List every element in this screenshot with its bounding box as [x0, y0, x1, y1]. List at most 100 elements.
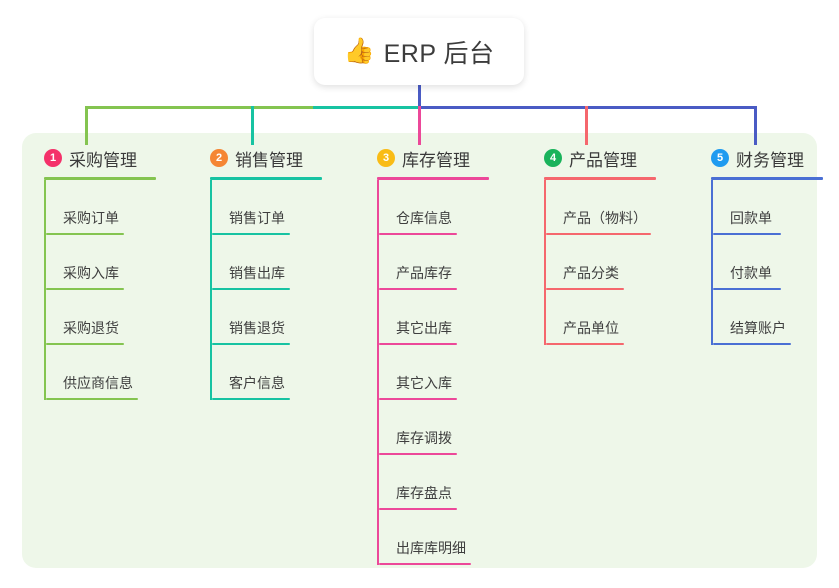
branch-item-rule — [379, 508, 457, 510]
branch-item-rule — [212, 288, 290, 290]
branch-item[interactable]: 供应商信息 — [44, 345, 156, 400]
branch-items: 销售订单销售出库销售退货客户信息 — [210, 180, 322, 400]
branch-header-rule — [210, 177, 322, 180]
branch-number-badge: 5 — [711, 149, 729, 167]
branch-header-2[interactable]: 2 销售管理 — [210, 146, 322, 170]
branch-item-label: 供应商信息 — [63, 375, 133, 391]
branch-item-rule — [713, 233, 781, 235]
branch-item-rule — [46, 343, 124, 345]
branch-item[interactable]: 结算账户 — [711, 290, 823, 345]
branch-item[interactable]: 付款单 — [711, 235, 823, 290]
branch-item-rule — [212, 398, 290, 400]
branch-item[interactable]: 产品单位 — [544, 290, 656, 345]
branch-title: 销售管理 — [235, 150, 303, 170]
branch-item-label: 付款单 — [730, 265, 772, 281]
branch-item[interactable]: 采购入库 — [44, 235, 156, 290]
bus-connector-left — [85, 106, 313, 109]
branch-spine — [210, 180, 212, 400]
branch-title: 采购管理 — [69, 150, 137, 170]
branch-column-5: 5 财务管理回款单付款单结算账户 — [711, 146, 823, 345]
branch-item[interactable]: 产品库存 — [377, 235, 489, 290]
branch-column-4: 4 产品管理产品（物料） 产品分类产品单位 — [544, 146, 656, 345]
branch-item[interactable]: 采购退货 — [44, 290, 156, 345]
branch-column-1: 1 采购管理采购订单采购入库采购退货供应商信息 — [44, 146, 156, 400]
branch-header-5[interactable]: 5 财务管理 — [711, 146, 823, 170]
root-node-erp-backend[interactable]: 👍 ERP 后台 — [314, 18, 524, 85]
branch-item-rule — [546, 288, 624, 290]
branch-item-label: 仓库信息 — [396, 210, 452, 226]
branch-item[interactable]: 采购订单 — [44, 180, 156, 235]
branch-item-label: 客户信息 — [229, 375, 285, 391]
branch-drop-connector-1 — [85, 106, 88, 145]
branch-header-rule — [711, 177, 823, 180]
branch-spine — [544, 180, 546, 345]
branch-item-label: 产品单位 — [563, 320, 619, 336]
branch-item-label: 回款单 — [730, 210, 772, 226]
branch-header-rule — [377, 177, 489, 180]
branch-item-rule — [379, 398, 457, 400]
branch-item[interactable]: 回款单 — [711, 180, 823, 235]
branch-item-rule — [713, 343, 791, 345]
branch-spine — [44, 180, 46, 400]
branch-item[interactable]: 客户信息 — [210, 345, 322, 400]
branch-item[interactable]: 销售出库 — [210, 235, 322, 290]
branch-title: 产品管理 — [569, 150, 637, 170]
root-node-title: ERP 后台 — [383, 39, 495, 68]
branch-item-rule — [546, 343, 624, 345]
branch-items: 回款单付款单结算账户 — [711, 180, 823, 345]
branch-title: 库存管理 — [402, 150, 470, 170]
branch-spine — [377, 180, 379, 565]
branch-header-rule — [44, 177, 156, 180]
branch-item[interactable]: 产品（物料） — [544, 180, 656, 235]
branch-drop-connector-4 — [585, 106, 588, 145]
branch-item-rule — [46, 288, 124, 290]
branch-item-label: 库存盘点 — [396, 485, 452, 501]
branch-item-label: 其它入库 — [396, 375, 452, 391]
branch-item-rule — [46, 233, 124, 235]
branch-item[interactable]: 出库库明细 — [377, 510, 489, 565]
branch-items: 产品（物料） 产品分类产品单位 — [544, 180, 656, 345]
branch-items: 采购订单采购入库采购退货供应商信息 — [44, 180, 156, 400]
root-stem-connector — [418, 85, 421, 108]
branch-title: 财务管理 — [736, 150, 804, 170]
branch-item-rule — [379, 453, 457, 455]
branch-item-rule — [46, 398, 138, 400]
branch-item-label: 采购退货 — [63, 320, 119, 336]
branch-items: 仓库信息产品库存其它出库其它入库库存调拨库存盘点出库库明细 — [377, 180, 489, 565]
branch-item-rule — [212, 343, 290, 345]
branch-header-1[interactable]: 1 采购管理 — [44, 146, 156, 170]
branch-item[interactable]: 销售订单 — [210, 180, 322, 235]
branch-item[interactable]: 仓库信息 — [377, 180, 489, 235]
branch-drop-connector-2 — [251, 106, 254, 145]
branch-item-label: 采购订单 — [63, 210, 119, 226]
branch-number-badge: 2 — [210, 149, 228, 167]
branch-item-label: 销售退货 — [229, 320, 285, 336]
branch-item[interactable]: 库存盘点 — [377, 455, 489, 510]
branch-item-label: 产品分类 — [563, 265, 619, 281]
branch-column-2: 2 销售管理销售订单销售出库销售退货客户信息 — [210, 146, 322, 400]
branch-item-label: 结算账户 — [730, 320, 786, 336]
branch-number-badge: 1 — [44, 149, 62, 167]
branch-item-label: 产品库存 — [396, 265, 452, 281]
branch-item[interactable]: 库存调拨 — [377, 400, 489, 455]
branch-item[interactable]: 产品分类 — [544, 235, 656, 290]
branch-item[interactable]: 其它出库 — [377, 290, 489, 345]
branch-number-badge: 3 — [377, 149, 395, 167]
root-node-content: 👍 ERP 后台 — [343, 34, 494, 70]
branch-item-label: 产品（物料） — [563, 210, 647, 226]
branch-item-rule — [379, 288, 457, 290]
branch-item-rule — [212, 233, 290, 235]
branch-spine — [711, 180, 713, 345]
branch-header-3[interactable]: 3 库存管理 — [377, 146, 489, 170]
branch-drop-connector-5 — [754, 106, 757, 145]
branch-number-badge: 4 — [544, 149, 562, 167]
branch-item-label: 库存调拨 — [396, 430, 452, 446]
branch-item[interactable]: 其它入库 — [377, 345, 489, 400]
branch-item-label: 销售订单 — [229, 210, 285, 226]
branch-item[interactable]: 销售退货 — [210, 290, 322, 345]
branch-item-rule — [379, 563, 471, 565]
branch-header-4[interactable]: 4 产品管理 — [544, 146, 656, 170]
branch-drop-connector-3 — [418, 106, 421, 145]
branch-item-rule — [713, 288, 781, 290]
branch-header-rule — [544, 177, 656, 180]
